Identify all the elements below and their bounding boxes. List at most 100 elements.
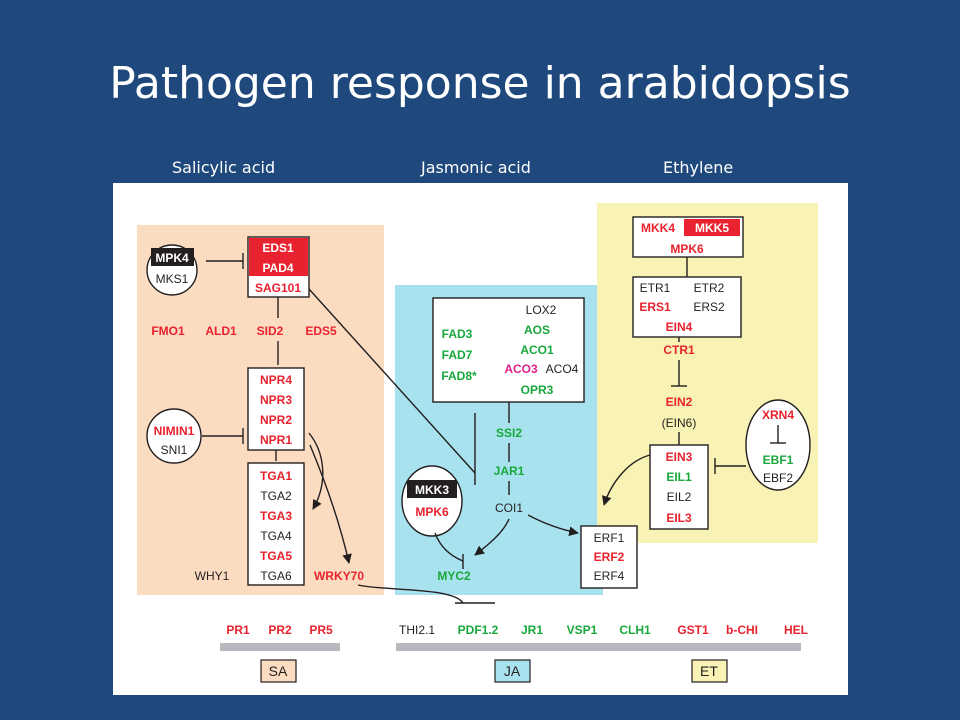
myc2-label: MYC2 [437, 569, 471, 583]
mkk3-label: MKK3 [415, 483, 449, 497]
coi1-to-erf-arrow [527, 514, 579, 537]
ald1-label: ALD1 [205, 324, 237, 338]
thi21-label: THI2.1 [399, 623, 435, 637]
lox2-label: LOX2 [526, 303, 557, 317]
ethylene-receptors-box [632, 276, 742, 338]
tga3-label: TGA3 [260, 509, 292, 523]
ein6-label: (EIN6) [662, 416, 697, 430]
tga2-label: TGA2 [260, 489, 292, 503]
pad4-label: PAD4 [262, 261, 293, 275]
sa-gene-bar [220, 643, 340, 651]
ctr1-label: CTR1 [663, 343, 695, 357]
wrky70-inhibit-line [357, 584, 464, 604]
tga1-label: TGA1 [260, 469, 292, 483]
vsp1-label: VSP1 [567, 623, 598, 637]
mks1-label: MKS1 [156, 272, 189, 286]
sag101-label: SAG101 [255, 281, 301, 295]
etr1-label: ETR1 [640, 281, 671, 295]
eil1-label: EIL1 [666, 470, 692, 484]
sni1-label: SNI1 [161, 443, 188, 457]
eds1-pad4-highlight [249, 238, 308, 276]
mpk4-label: MPK4 [155, 251, 189, 265]
nimin1-sni1-circle [146, 408, 202, 464]
npr4-label: NPR4 [260, 373, 292, 387]
aco1-label: ACO1 [520, 343, 554, 357]
pr1-label: PR1 [226, 623, 250, 637]
ein2-label: EIN2 [666, 395, 693, 409]
erf2-label: ERF2 [594, 550, 625, 564]
bchi-label: b-CHI [726, 623, 758, 637]
sag101-inhibit-line [308, 288, 476, 474]
clh1-label: CLH1 [619, 623, 651, 637]
npr1-to-wrky70-arrow [309, 444, 352, 564]
mkk4-label: MKK4 [641, 221, 675, 235]
ers1-label: ERS1 [639, 300, 671, 314]
npr1-label: NPR1 [260, 433, 292, 447]
fmo1-label: FMO1 [151, 324, 185, 338]
column-header-jasmonic-acid: Jasmonic acid [421, 158, 531, 177]
ssi2-label: SSI2 [496, 426, 522, 440]
pr5-label: PR5 [309, 623, 333, 637]
ein3-to-erf-arrow [602, 454, 651, 506]
jar1-label: JAR1 [494, 464, 525, 478]
erf-box [580, 525, 638, 589]
etr2-label: ETR2 [694, 281, 725, 295]
eds5-label: EDS5 [305, 324, 337, 338]
sa-label-box [260, 659, 297, 683]
mpk6-et-label: MPK6 [670, 242, 704, 256]
ein3-label: EIN3 [666, 450, 693, 464]
npr3-label: NPR3 [260, 393, 292, 407]
mpk6-ja-label: MPK6 [415, 505, 449, 519]
tga5-label: TGA5 [260, 549, 292, 563]
npr-box [247, 367, 305, 451]
pdf12-label: PDF1.2 [458, 623, 499, 637]
fad7-label: FAD7 [442, 348, 473, 362]
ebf2-label: EBF2 [763, 471, 793, 485]
mkk5-label: MKK5 [695, 221, 729, 235]
ja-et-gene-bar [396, 643, 801, 651]
mkk5-highlight [684, 219, 740, 236]
ers2-label: ERS2 [693, 300, 725, 314]
wrky70-label: WRKY70 [314, 569, 364, 583]
erf4-label: ERF4 [594, 569, 625, 583]
tga4-label: TGA4 [260, 529, 292, 543]
slide-title: Pathogen response in arabidopsis [109, 58, 851, 109]
eil3-label: EIL3 [666, 511, 692, 525]
xrn4-label: XRN4 [762, 408, 794, 422]
why1-label: WHY1 [195, 569, 230, 583]
tga6-label: TGA6 [260, 569, 292, 583]
mkk3-mpk6-circle [401, 465, 463, 537]
ja-label-box [494, 659, 531, 683]
aos-label: AOS [524, 323, 550, 337]
erf1-label: ERF1 [594, 531, 625, 545]
coi1-to-myc2-arrow [474, 518, 510, 556]
eil2-label: EIL2 [667, 490, 692, 504]
aco3-label: ACO3 [504, 362, 538, 376]
fad8-label: FAD8* [441, 369, 477, 383]
hel-label: HEL [784, 623, 808, 637]
xrn4-ebf-circle [745, 399, 811, 491]
nimin1-label: NIMIN1 [154, 424, 195, 438]
pathway-diagram-svg: MPK4 MKS1 EDS1 PAD4 SAG101 FMO1 ALD1 SID… [137, 203, 818, 683]
npr1-to-tga-arrow [308, 432, 324, 510]
tga-box [247, 462, 305, 586]
opr3-label: OPR3 [521, 383, 554, 397]
sa-label: SA [269, 663, 288, 679]
mpk4-highlight [151, 248, 194, 266]
coi1-label: COI1 [495, 501, 523, 515]
ein3-eil-box [649, 444, 709, 530]
ebf1-label: EBF1 [763, 453, 794, 467]
column-header-salicylic-acid: Salicylic acid [172, 158, 276, 177]
sid2-label: SID2 [257, 324, 284, 338]
et-label-box [691, 659, 728, 683]
gst1-label: GST1 [677, 623, 709, 637]
mkk3-highlight [407, 480, 457, 498]
column-header-ethylene: Ethylene [663, 158, 734, 177]
pathway-diagram: MPK4 MKS1 EDS1 PAD4 SAG101 FMO1 ALD1 SID… [113, 183, 848, 695]
mpk6-inhibit-myc2 [434, 532, 464, 562]
jr1-label: JR1 [521, 623, 543, 637]
ein4-label: EIN4 [666, 320, 693, 334]
eds1-label: EDS1 [262, 241, 294, 255]
fad3-label: FAD3 [442, 327, 473, 341]
npr2-label: NPR2 [260, 413, 292, 427]
